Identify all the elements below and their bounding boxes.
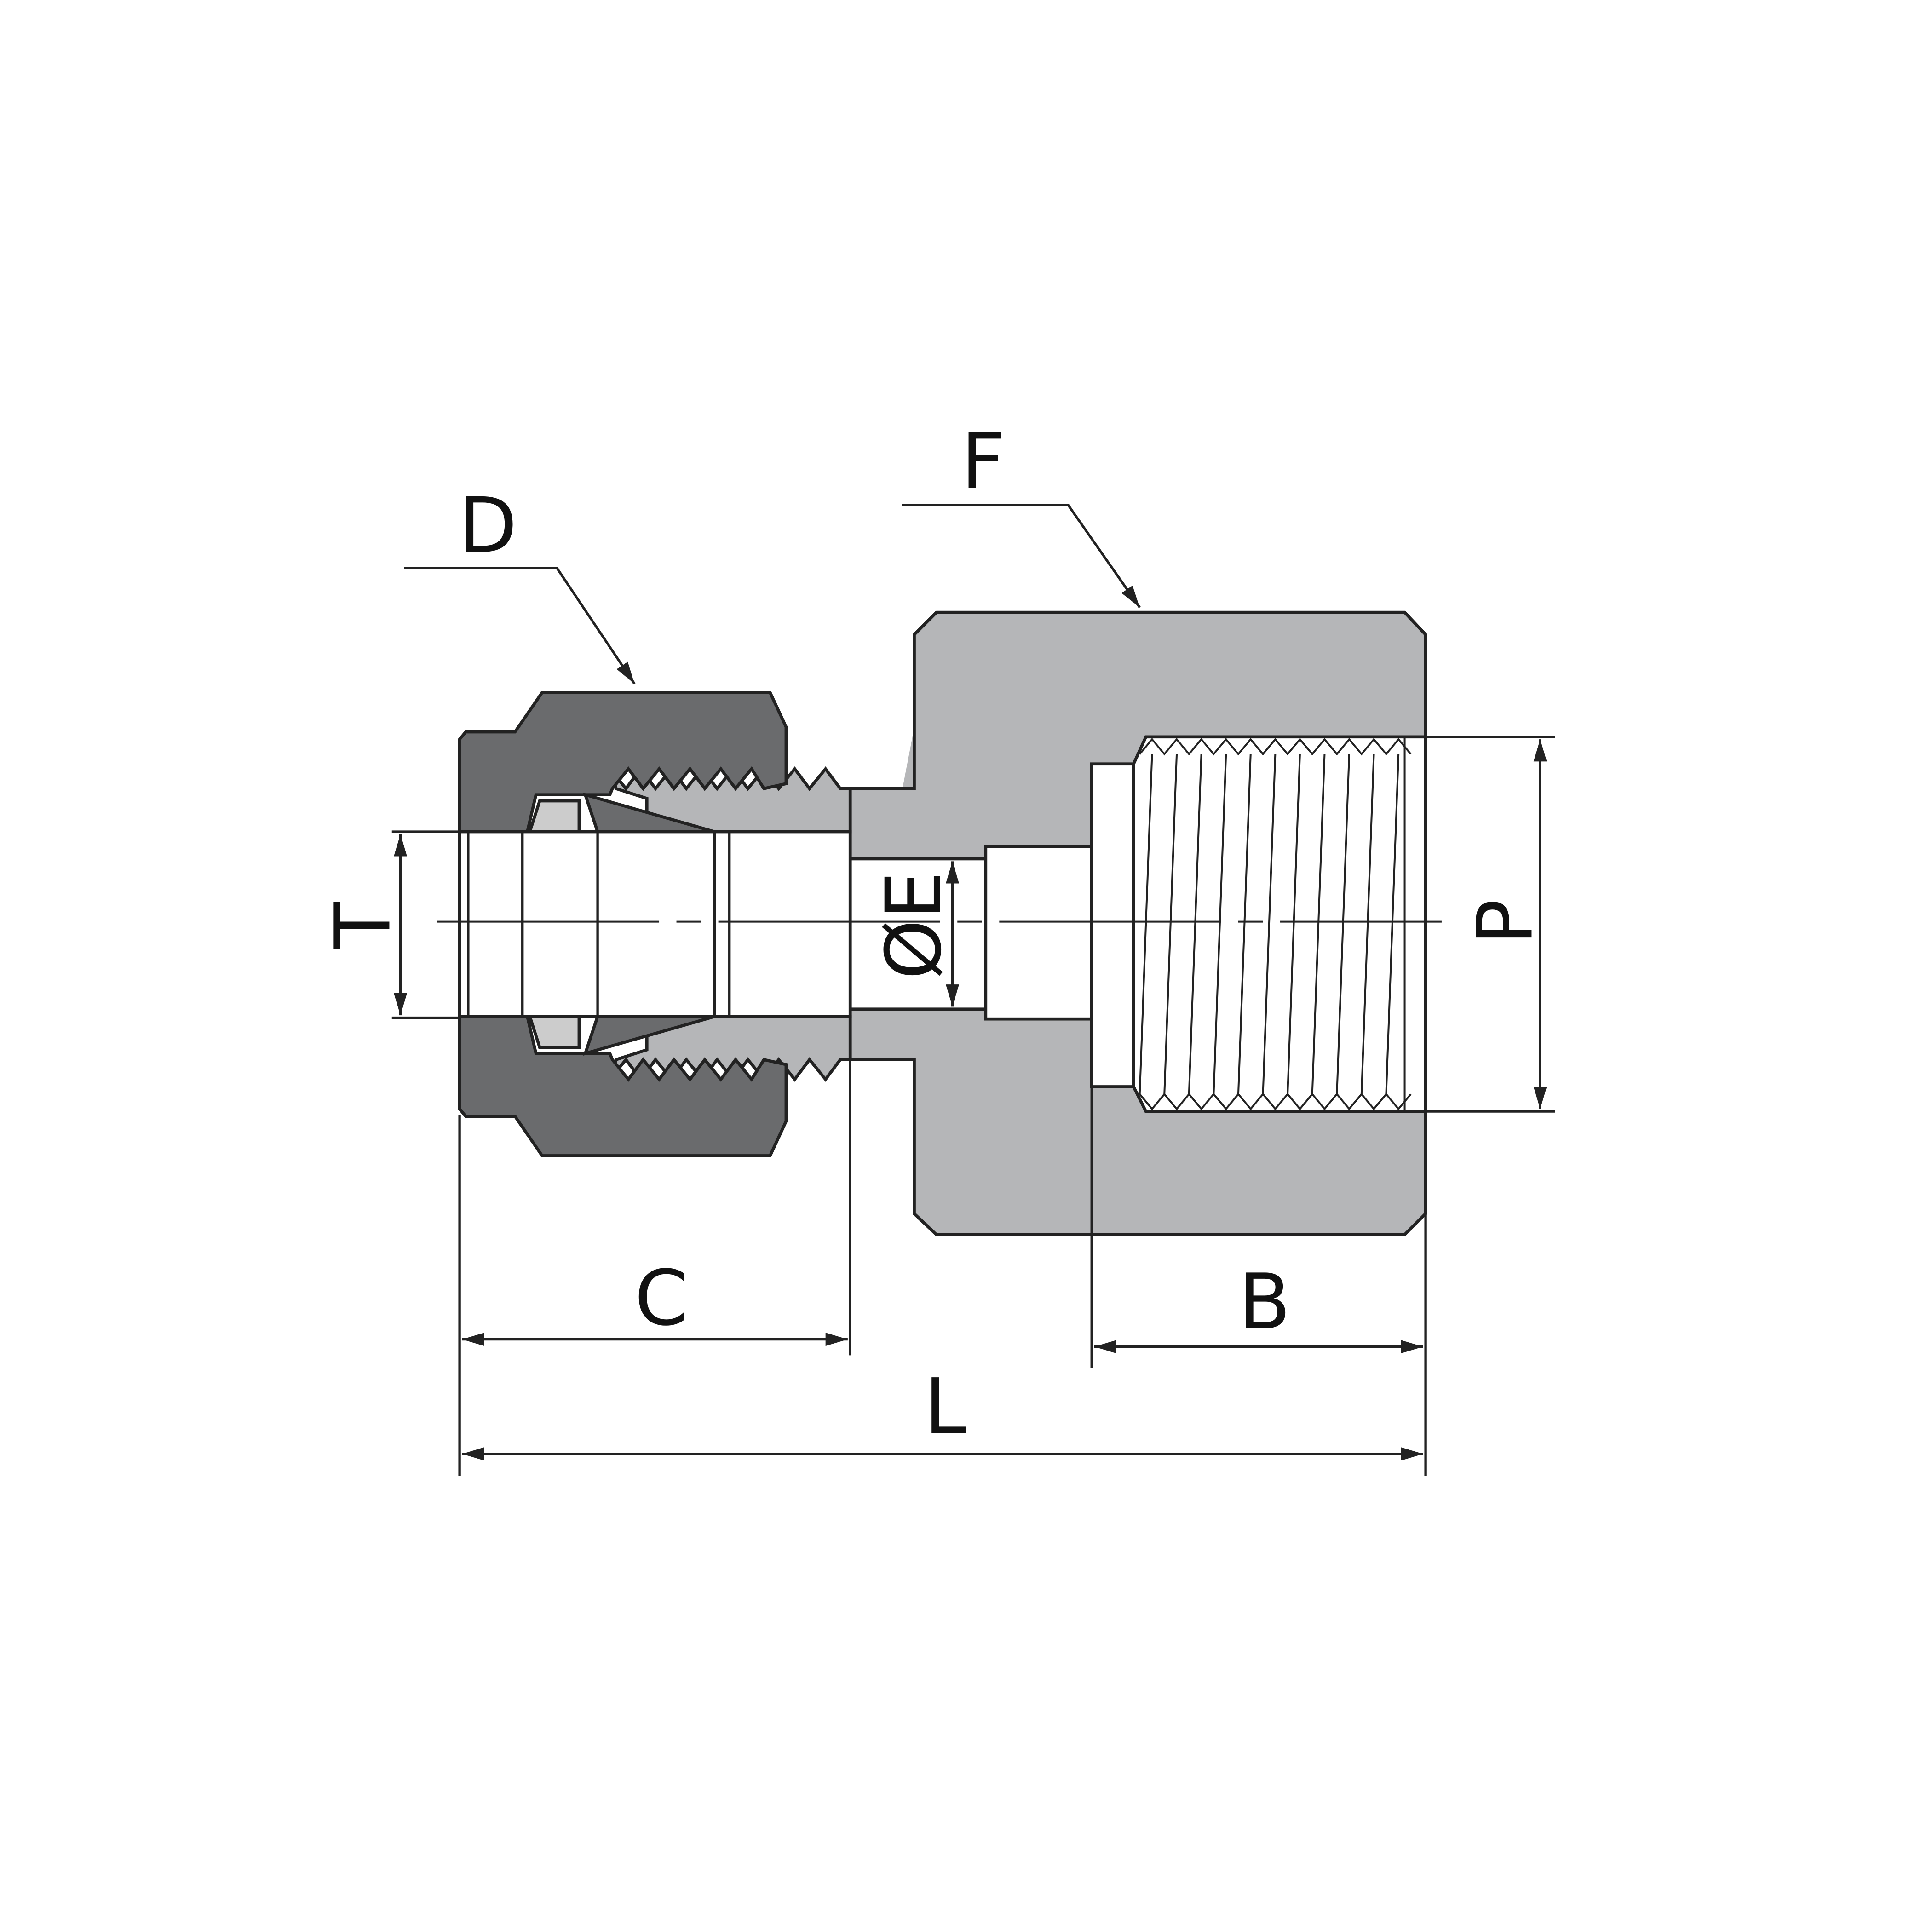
body-f bbox=[608, 610, 1427, 1236]
label-b: B bbox=[1238, 1258, 1291, 1347]
nut-d bbox=[458, 691, 852, 1157]
leader-d bbox=[404, 567, 636, 685]
label-f: F bbox=[961, 418, 1005, 506]
label-d: D bbox=[458, 482, 517, 570]
label-c: C bbox=[634, 1254, 688, 1343]
internal-threads bbox=[1138, 736, 1412, 1112]
label-t: T bbox=[319, 902, 408, 949]
label-e: ØE bbox=[870, 871, 959, 980]
label-p: P bbox=[1461, 899, 1550, 945]
leader-f bbox=[902, 504, 1141, 609]
extension-lines bbox=[391, 736, 1555, 1476]
label-l: L bbox=[924, 1363, 967, 1451]
